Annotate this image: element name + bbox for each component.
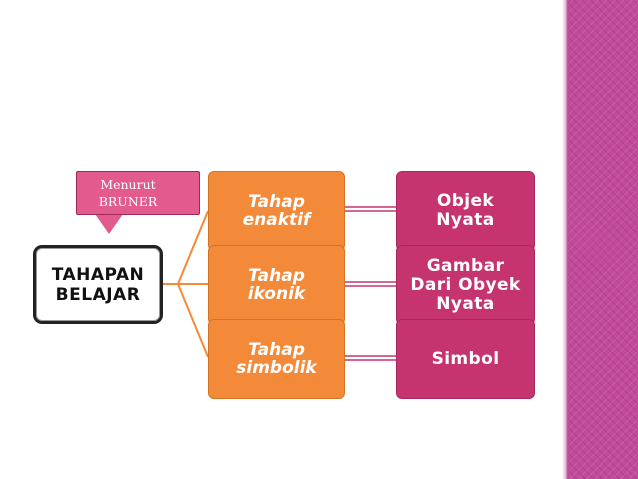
connector-stage-2-result [345, 281, 396, 287]
stage-node-enaktif: Tahap enaktif [208, 171, 345, 251]
connector-stage-1-result [345, 206, 396, 212]
root-node: TAHAPAN BELAJAR [33, 245, 163, 324]
stage-node-simbolik: Tahap simbolik [208, 319, 345, 399]
callout-pointer [95, 214, 123, 234]
connector-root-stage-1 [163, 210, 209, 285]
sidebar-edge [562, 0, 568, 479]
result-node-objek-nyata: Objek Nyata [396, 171, 535, 251]
decorative-sidebar [568, 0, 638, 479]
connector-stage-3-result [345, 355, 396, 361]
callout-label: Menurut BRUNER [76, 171, 200, 215]
connector-root-stage-3 [163, 283, 209, 358]
result-node-simbol: Simbol [396, 319, 535, 399]
stage-node-ikonik: Tahap ikonik [208, 245, 345, 325]
result-node-gambar: Gambar Dari Obyek Nyata [396, 245, 535, 325]
